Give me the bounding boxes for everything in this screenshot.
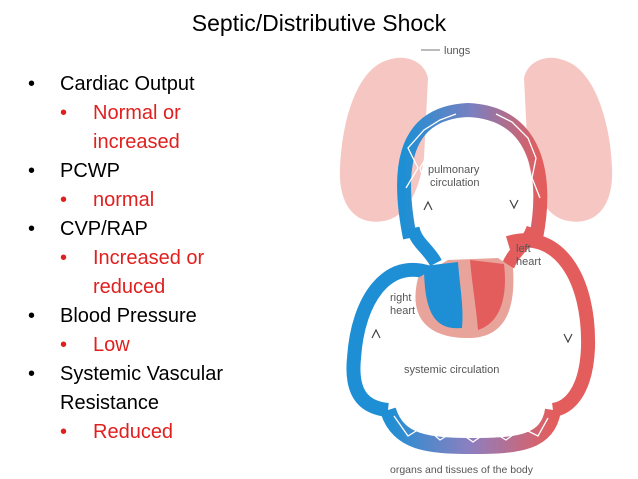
label-pulmonary-1: pulmonary xyxy=(428,164,480,176)
arrow-up-icon xyxy=(423,200,433,211)
right-heart xyxy=(424,262,463,329)
arrow-up-icon xyxy=(371,328,381,339)
bullet-cardiac-output: Cardiac Output xyxy=(28,70,348,99)
sub-bullet-text: Increased or reduced xyxy=(93,247,205,298)
label-systemic: systemic circulation xyxy=(404,364,499,376)
circulation-diagram: lungs pulmonary circulation left heart r… xyxy=(339,45,613,476)
label-left-1: left xyxy=(516,243,531,255)
left-heart xyxy=(470,260,505,330)
pulmonary-capillary-bed xyxy=(397,102,548,240)
bullet-list: Cardiac Output Normal or increased PCWP … xyxy=(28,70,348,447)
sub-bullet-cvp-rap: Increased or reduced xyxy=(60,244,348,302)
sub-bullet-cardiac-output: Normal or increased xyxy=(60,99,348,157)
systemic-capillary-bed xyxy=(380,407,561,455)
label-organs: organs and tissues of the body xyxy=(390,464,534,476)
label-lungs: lungs xyxy=(444,45,471,57)
bullet-svr: Systemic Vascular Resistance xyxy=(28,360,348,418)
bullet-text: Systemic Vascular Resistance xyxy=(60,363,224,414)
label-right-2: heart xyxy=(390,305,415,317)
systemic-vein xyxy=(346,262,433,417)
sub-bullet-svr: Reduced xyxy=(60,418,348,447)
pulmonary-artery xyxy=(406,226,442,267)
bullet-cvp-rap: CVP/RAP xyxy=(28,215,348,244)
sub-bullet-pcwp: normal xyxy=(60,186,348,215)
systemic-artery xyxy=(505,233,596,417)
sub-bullet-text: Normal or increased xyxy=(93,102,181,153)
sub-bullet-blood-pressure: Low xyxy=(60,331,348,360)
systemic-mesh xyxy=(393,415,549,443)
label-right-1: right xyxy=(390,292,411,304)
slide-title: Septic/Distributive Shock xyxy=(191,10,447,36)
label-pulmonary-2: circulation xyxy=(430,177,480,189)
pulmonary-mesh xyxy=(405,113,541,209)
arrow-down-icon xyxy=(509,199,519,210)
bullet-pcwp: PCWP xyxy=(28,157,348,186)
label-left-2: heart xyxy=(516,256,541,268)
bullet-blood-pressure: Blood Pressure xyxy=(28,302,348,331)
arrow-down-icon xyxy=(563,333,573,344)
